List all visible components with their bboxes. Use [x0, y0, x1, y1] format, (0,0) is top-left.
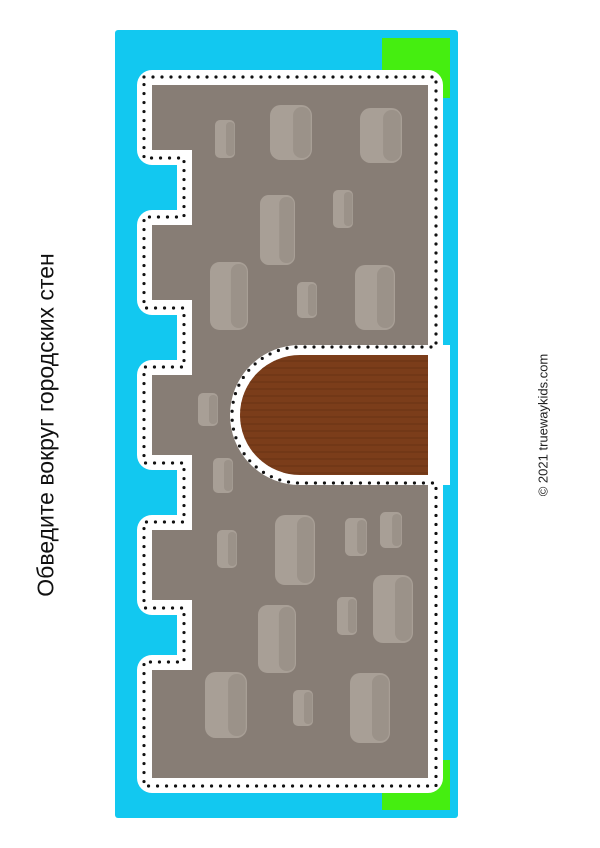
stone-icon — [213, 458, 233, 493]
stone-icon — [350, 673, 390, 743]
stone-icon — [345, 518, 367, 556]
stone-icon — [270, 105, 312, 160]
stone-icon — [260, 195, 295, 265]
dotted-trace-line — [142, 75, 438, 788]
stone-icon — [198, 393, 218, 426]
stone-icon — [258, 605, 296, 673]
copyright-text: © 2021 truewaykids.com — [535, 353, 551, 497]
stone-icon — [275, 515, 315, 585]
instruction-text: Обведите вокруг городских стен — [32, 253, 59, 597]
stone-icon — [205, 672, 247, 738]
stone-icon — [380, 512, 402, 548]
stone-icon — [373, 575, 413, 643]
stone-icon — [217, 530, 237, 568]
stone-icon — [210, 262, 248, 330]
gate — [240, 355, 428, 475]
stone-icon — [333, 190, 353, 228]
stones — [198, 105, 413, 743]
stone-icon — [293, 690, 313, 726]
stone-icon — [355, 265, 395, 330]
stone-icon — [215, 120, 235, 158]
stone-icon — [337, 597, 357, 635]
stone-icon — [297, 282, 317, 318]
stone-icon — [360, 108, 402, 163]
